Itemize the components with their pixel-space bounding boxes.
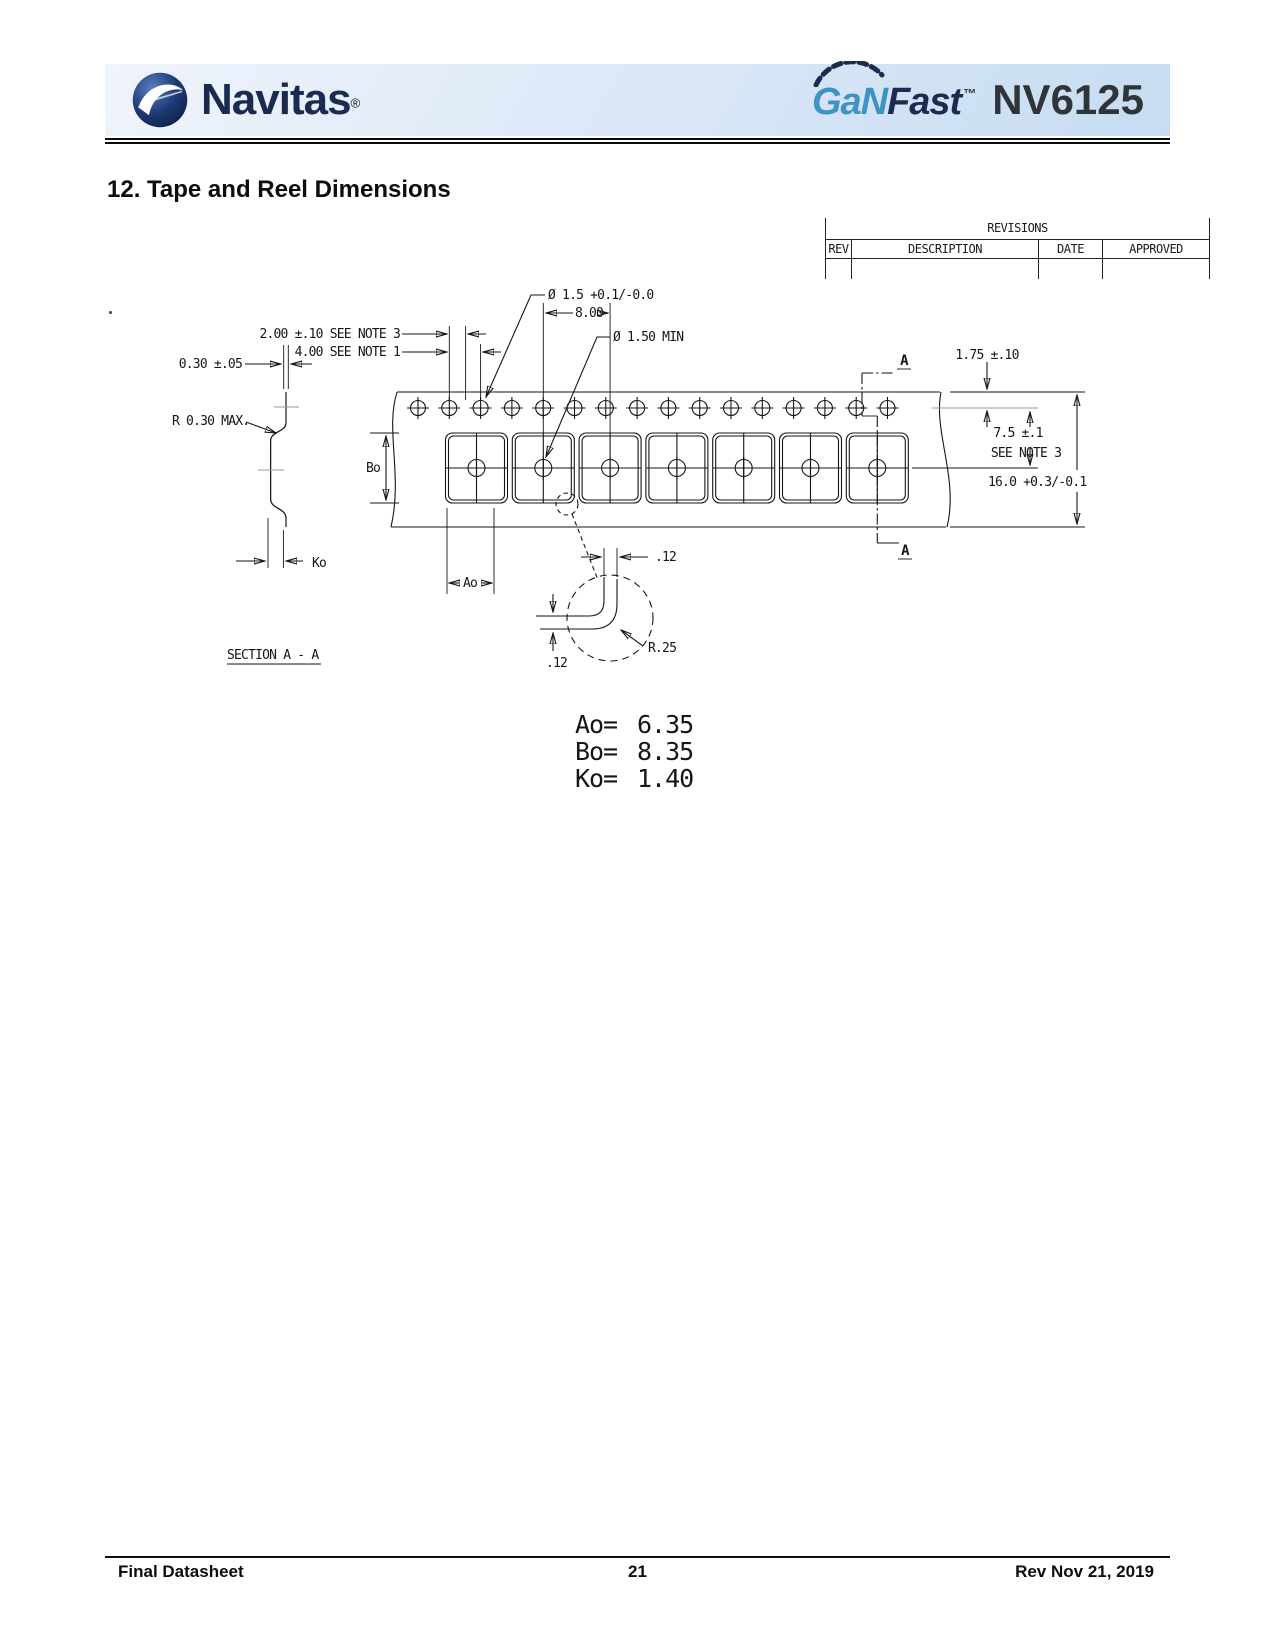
- value-ko: 1.40: [637, 764, 693, 793]
- revisions-table: REVISIONS REV DESCRIPTION DATE APPROVED: [825, 218, 1210, 279]
- part-number: NV6125: [992, 76, 1144, 123]
- dim-tape-width: 16.0 +0.3/-0.1: [988, 475, 1086, 490]
- equals-sign: =: [603, 764, 617, 793]
- equals-sign: =: [603, 737, 617, 766]
- dim-wall-12-h: .12: [655, 550, 676, 565]
- value-bo: 8.35: [637, 737, 693, 766]
- section-marker-a-bottom: A: [901, 543, 910, 559]
- value-ko-label: Ko: [575, 764, 603, 793]
- section-marker-a-top: A: [900, 353, 909, 369]
- sprocket-holes: [406, 396, 900, 420]
- header-rule-2: [105, 142, 1170, 144]
- dim-tape-thickness: 0.30 ±.05: [179, 357, 242, 372]
- dim-hole-to-center: 7.5 ±.1: [993, 426, 1042, 441]
- navitas-globe-icon: [132, 72, 188, 128]
- dim-hole-to-pocket: 2.00 ±.10 SEE NOTE 3: [259, 327, 400, 342]
- col-approved: APPROVED: [1103, 240, 1209, 259]
- stray-dot: [109, 311, 112, 314]
- ganfast-fast: Fast: [887, 81, 962, 123]
- footer-page-number: 21: [628, 1562, 647, 1581]
- header-rule-1: [105, 138, 1170, 140]
- section-cut-markers: A A: [861, 353, 912, 560]
- footer-rule: [105, 1556, 1170, 1558]
- speedometer-arc-icon: [813, 61, 885, 87]
- dim-center-hole-dia: Ø 1.50 MIN: [613, 330, 683, 345]
- section-view: 0.30 ±.05 R 0.30 MAX. Ko SECTION A - A: [172, 345, 327, 665]
- dim-ko: Ko: [312, 556, 326, 571]
- revisions-title: REVISIONS: [826, 218, 1209, 240]
- registered-mark: ®: [350, 95, 361, 111]
- page-title: 12. Tape and Reel Dimensions: [107, 176, 451, 203]
- dim-bend-radius: R 0.30 MAX.: [172, 414, 249, 429]
- revisions-empty-row: [826, 259, 1209, 279]
- navitas-logo: Navitas®: [131, 71, 360, 129]
- footer-doc-status: Final Datasheet: [118, 1562, 244, 1581]
- dim-sprocket-dia: Ø 1.5 +0.1/-0.0: [548, 288, 653, 303]
- brand-name: Navitas: [201, 75, 352, 124]
- section-caption: SECTION A - A: [227, 648, 319, 663]
- value-bo-label: Bo: [575, 737, 603, 766]
- right-dimensions: 1.75 ±.10 7.5 ±.1 SEE NOTE 3 16.0 +0.3/-…: [912, 348, 1087, 524]
- trademark: ™: [963, 86, 977, 101]
- dim-corner-radius: R.25: [648, 641, 676, 656]
- value-ao: 6.35: [637, 710, 693, 739]
- col-rev: REV: [826, 240, 852, 259]
- equals-sign: =: [603, 710, 617, 739]
- dim-hole-pitch: 4.00 SEE NOTE 1: [295, 345, 400, 360]
- tape-break-left: [390, 391, 398, 528]
- col-date: DATE: [1039, 240, 1103, 259]
- revisions-header-row: REV DESCRIPTION DATE APPROVED: [826, 240, 1209, 259]
- dim-pocket-pitch: 8.00: [575, 306, 603, 321]
- footer-revision-date: Rev Nov 21, 2019: [1015, 1562, 1154, 1581]
- detail-view: .12 .12 R.25: [536, 492, 677, 671]
- dim-bo: Bo: [366, 461, 380, 476]
- tape-strip: [390, 391, 1085, 528]
- top-dimensions: Ø 1.5 +0.1/-0.0 8.00 Ø 1.50 MIN 2.00 ±.1…: [259, 288, 684, 457]
- dim-edge-to-hole: 1.75 ±.10: [955, 348, 1018, 363]
- dim-ao: Ao: [463, 576, 477, 591]
- dim-hole-to-center-note: SEE NOTE 3: [991, 446, 1061, 461]
- tape-break-right: [938, 391, 951, 528]
- pocket-row: [444, 432, 909, 504]
- pocket-dimensions: Bo Ao: [366, 432, 495, 594]
- dim-wall-12-v: .12: [546, 656, 567, 671]
- ganfast-gan: GaN: [811, 81, 888, 123]
- pocket-values: Ao = 6.35 Bo = 8.35 Ko = 1.40: [575, 710, 694, 793]
- value-ao-label: Ao: [575, 710, 603, 739]
- col-description: DESCRIPTION: [852, 240, 1039, 259]
